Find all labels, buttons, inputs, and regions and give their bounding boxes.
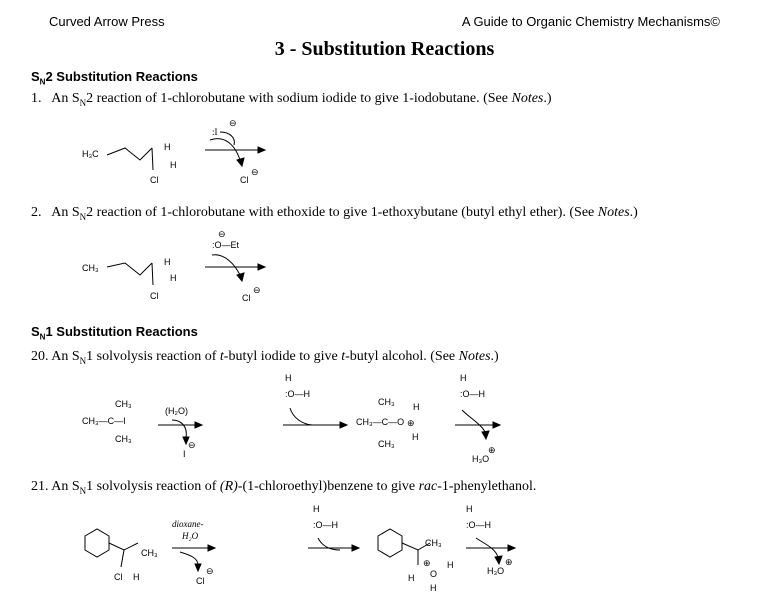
svg-text:H: H: [285, 373, 292, 383]
svg-text::O—H: :O—H: [460, 389, 485, 399]
svg-text:O: O: [430, 569, 437, 579]
page-title: 3 - Substitution Reactions: [274, 38, 495, 60]
sn2-section-heading: SN2 Substitution Reactions: [31, 69, 198, 87]
svg-text:Cl: Cl: [114, 572, 123, 582]
svg-text::O—Et: :O—Et: [212, 240, 240, 250]
svg-text:H₃C: H₃C: [82, 149, 99, 159]
svg-text:H: H: [466, 504, 473, 514]
problem-21-scheme: CH₃ Cl H dioxane- H₂O Cl ⊖ H :O—H CH₃ H …: [84, 504, 517, 593]
svg-text:⊖: ⊖: [206, 566, 214, 576]
svg-text:CH₃—C—I: CH₃—C—I: [82, 416, 126, 426]
svg-text:⊕: ⊕: [505, 557, 513, 567]
svg-text:H: H: [164, 257, 171, 267]
svg-text:H₃O: H₃O: [487, 566, 504, 576]
svg-text:H₂O: H₂O: [181, 531, 199, 541]
svg-text:H: H: [170, 160, 177, 170]
svg-text:H: H: [412, 432, 419, 442]
svg-text:dioxane-: dioxane-: [172, 519, 204, 529]
svg-text:H: H: [133, 572, 140, 582]
svg-text:⊕: ⊕: [423, 558, 431, 568]
svg-text:CH₃: CH₃: [82, 263, 99, 273]
svg-text:⊖: ⊖: [253, 285, 261, 295]
svg-text:H₃O: H₃O: [472, 454, 489, 464]
svg-text:CH₃: CH₃: [115, 434, 132, 444]
svg-text:Cl: Cl: [196, 576, 205, 586]
problem-2: 2. An SN2 reaction of 1-chlorobutane wit…: [31, 205, 638, 222]
svg-text:Cl: Cl: [150, 291, 159, 301]
svg-text:Cl: Cl: [242, 293, 251, 303]
problem-20: 20. An SN1 solvolysis reaction of t-buty…: [31, 349, 499, 366]
svg-text:H: H: [430, 583, 437, 593]
problem-1: 1. An SN2 reaction of 1-chlorobutane wit…: [31, 91, 552, 108]
problem-1-scheme: H₃C H H Cl :I ⊖ Cl ⊖: [82, 118, 267, 185]
svg-text:CH₃: CH₃: [378, 439, 395, 449]
svg-text:CH₃: CH₃: [141, 548, 158, 558]
svg-text::O—H: :O—H: [313, 520, 338, 530]
svg-text::O—H: :O—H: [285, 389, 310, 399]
svg-text:⊖: ⊖: [218, 229, 226, 239]
guide-title: A Guide to Organic Chemistry Mechanisms©: [461, 14, 720, 29]
svg-text:H: H: [164, 142, 171, 152]
svg-text:H: H: [460, 373, 467, 383]
svg-text:⊕: ⊕: [407, 418, 415, 428]
sn1-section-heading: SN1 Substitution Reactions: [31, 324, 198, 342]
svg-text:H: H: [408, 573, 415, 583]
svg-text:⊖: ⊖: [251, 167, 259, 177]
svg-text:CH₃: CH₃: [425, 538, 442, 548]
publisher-label: Curved Arrow Press: [49, 14, 165, 29]
svg-text::I: :I: [212, 127, 218, 137]
svg-text:CH₃—C—O: CH₃—C—O: [356, 417, 404, 427]
svg-text:Cl: Cl: [240, 175, 249, 185]
problem-20-scheme: CH₃ CH₃—C—I CH₃ (H₂O) I ⊖ H :O—H CH₃ CH₃…: [82, 373, 502, 464]
svg-text:H: H: [413, 402, 420, 412]
svg-text::O—H: :O—H: [466, 520, 491, 530]
svg-text:⊖: ⊖: [229, 118, 237, 128]
problem-21: 21. An SN1 solvolysis reaction of (R)-(1…: [31, 479, 537, 496]
svg-text:I: I: [183, 449, 186, 459]
svg-text:⊕: ⊕: [488, 445, 496, 455]
svg-text:⊖: ⊖: [188, 440, 196, 450]
svg-text:H: H: [447, 560, 454, 570]
svg-text:Cl: Cl: [150, 175, 159, 185]
svg-text:CH₃: CH₃: [378, 397, 395, 407]
svg-text:H: H: [170, 273, 177, 283]
svg-text:CH₃: CH₃: [115, 399, 132, 409]
svg-text:(H₂O): (H₂O): [165, 406, 188, 416]
svg-text:H: H: [313, 504, 320, 514]
problem-2-scheme: CH₃ H H Cl ⊖ :O—Et Cl ⊖: [82, 229, 267, 303]
